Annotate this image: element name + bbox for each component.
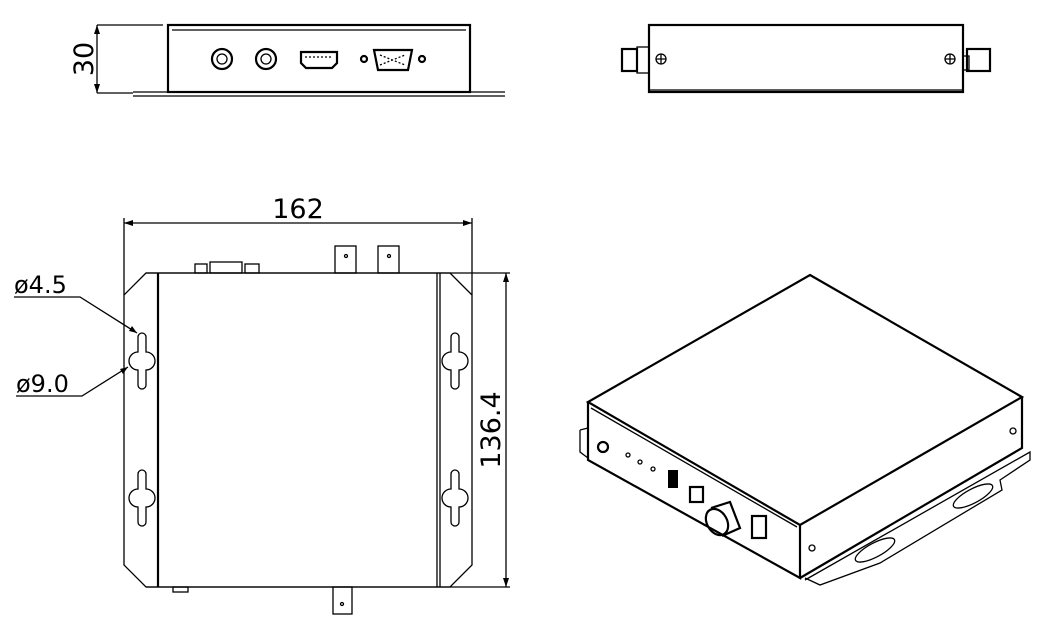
- mounting-tab: [377, 245, 400, 274]
- plan-view: 162 136.4 ø4.5 ø9.0: [14, 194, 510, 615]
- width-dimension: 162: [123, 194, 473, 295]
- screw-icon: [655, 53, 667, 65]
- mounting-tab: [334, 245, 357, 274]
- mounting-tab: [332, 586, 353, 615]
- height-dimension: 30: [69, 24, 163, 94]
- bnc-connector-1: [210, 47, 234, 71]
- keyhole-slot: [128, 469, 156, 527]
- front-view: 30: [69, 23, 505, 97]
- isometric-view: [579, 273, 1031, 586]
- vga-port: [359, 48, 427, 72]
- hole-large-label: ø9.0: [16, 370, 69, 398]
- keyhole-slot: [128, 332, 156, 390]
- vga-connector-top: [194, 261, 260, 274]
- hole-large-leader: ø9.0: [16, 366, 129, 398]
- bnc-connector-2: [254, 47, 278, 71]
- depth-dimension: 136.4: [476, 273, 509, 587]
- depth-dimension-label: 136.4: [476, 391, 507, 468]
- side-view: [620, 23, 992, 94]
- height-dimension-label: 30: [69, 42, 100, 76]
- width-dimension-label: 162: [272, 194, 324, 225]
- keyhole-slot: [441, 469, 469, 527]
- keyhole-slot: [441, 332, 469, 390]
- screw-icon: [944, 53, 956, 65]
- hdmi-port: [299, 50, 339, 70]
- hole-small-label: ø4.5: [14, 271, 67, 299]
- hole-small-leader: ø4.5: [14, 271, 138, 334]
